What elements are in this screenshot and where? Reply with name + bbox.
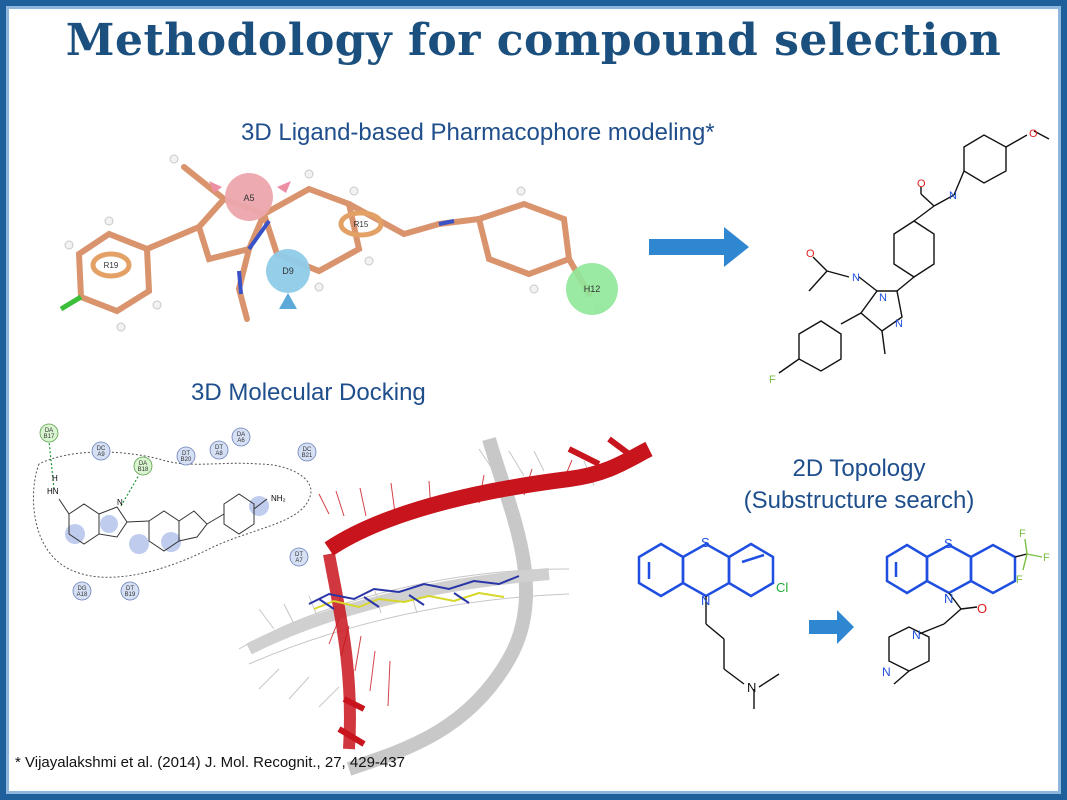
topology-hit-structure: S N O F F F N N [882, 528, 1050, 685]
topology-query-structure: S N Cl N [637, 535, 788, 709]
hydrophobic-feature-h12 [566, 263, 618, 315]
res-dc-2: DC [303, 447, 312, 453]
label-n: N [117, 498, 123, 507]
res-a18: A18 [77, 592, 88, 598]
atom-s-query: S [701, 535, 710, 550]
dna-backbone-red [324, 441, 653, 556]
res-dt-3: DT [295, 552, 303, 558]
atom-n-hit: N [944, 591, 953, 606]
atom-n-amine: N [747, 680, 756, 695]
atom-o-hit: O [977, 601, 987, 616]
res-a6: A6 [237, 438, 245, 444]
atom-o-amide: O [917, 178, 926, 190]
dna-docking-render [238, 436, 653, 776]
atom-f: F [769, 374, 776, 386]
atom-cl-query: Cl [776, 580, 788, 595]
hit-compound-structure: O N O N O N N F [769, 128, 1050, 386]
slide: Methodology for compound selection 3D Li… [6, 6, 1061, 794]
atom-n-query: N [701, 593, 710, 608]
pharmacophore-label: 3D Ligand-based Pharmacophore modeling* [241, 119, 715, 146]
donor-feature-d9 [266, 249, 310, 293]
res-b21: B21 [302, 453, 313, 459]
res-da-2: DA [139, 461, 147, 467]
docking-label: 3D Molecular Docking [191, 379, 426, 406]
res-a9: A9 [97, 452, 105, 458]
res-a8: A8 [215, 451, 223, 457]
topology-label: 2D Topology (Substructure search) [699, 453, 1019, 517]
acceptor-feature-a5 [225, 173, 273, 221]
citation: * Vijayalakshmi et al. (2014) J. Mol. Re… [15, 754, 405, 771]
pyrazole-ring [195, 195, 268, 263]
substructure-result-arrow [809, 610, 854, 644]
feature-label-h12: H12 [584, 284, 601, 294]
res-da-3: DA [237, 432, 245, 438]
label-h-top: H [52, 474, 58, 483]
res-a7: A7 [295, 558, 303, 564]
res-dt-2: DT [215, 445, 223, 451]
feature-label-a5: A5 [243, 193, 254, 203]
docked-ligand [308, 575, 520, 610]
label-nh2: NH₂ [271, 494, 286, 503]
feature-label-r15: R15 [354, 220, 369, 229]
pharmacophore-model: A5 D9 R15 R19 H12 [59, 154, 618, 332]
arrows-layer [649, 227, 854, 644]
dna-backbone-red-2 [323, 552, 356, 750]
atom-n-piperazine-2: N [882, 665, 891, 679]
ring-feature-r19 [90, 251, 132, 279]
page-title: Methodology for compound selection [65, 15, 1002, 66]
donor-vector-arrow [279, 293, 297, 309]
feature-label-r19: R19 [104, 261, 119, 270]
atom-f-hit-2: F [1043, 552, 1050, 564]
ring-feature-r15 [338, 210, 384, 238]
res-b19: B19 [125, 592, 136, 598]
res-dc: DC [97, 446, 106, 452]
atom-n-pyrazole-2: N [895, 318, 903, 330]
atom-n-pyrazole-1: N [879, 292, 887, 304]
atom-n-amide: N [949, 190, 957, 202]
pharmacophore-result-arrow [649, 227, 749, 267]
res-da: DA [45, 428, 53, 434]
atom-s-hit: S [944, 536, 953, 551]
res-b17: B17 [44, 434, 55, 440]
res-dt-4: DT [126, 586, 134, 592]
feature-label-d9: D9 [282, 266, 294, 276]
atom-n-acetamide: N [852, 272, 860, 284]
res-b20: B20 [181, 457, 192, 463]
atom-f-hit-3: F [1016, 574, 1023, 586]
atom-n-piperazine-1: N [912, 628, 921, 642]
res-b18: B18 [138, 467, 149, 473]
atom-o-methoxy: O [1029, 128, 1038, 140]
label-hn: HN [47, 487, 59, 496]
dna-backbone-grey [346, 437, 534, 776]
res-dt: DT [182, 451, 190, 457]
topology-label-line2: (Substructure search) [743, 487, 975, 514]
atom-o-acetamide: O [806, 248, 815, 260]
topology-label-line1: 2D Topology [792, 455, 926, 482]
atom-f-hit-1: F [1019, 528, 1026, 540]
res-dg: DG [78, 586, 87, 592]
